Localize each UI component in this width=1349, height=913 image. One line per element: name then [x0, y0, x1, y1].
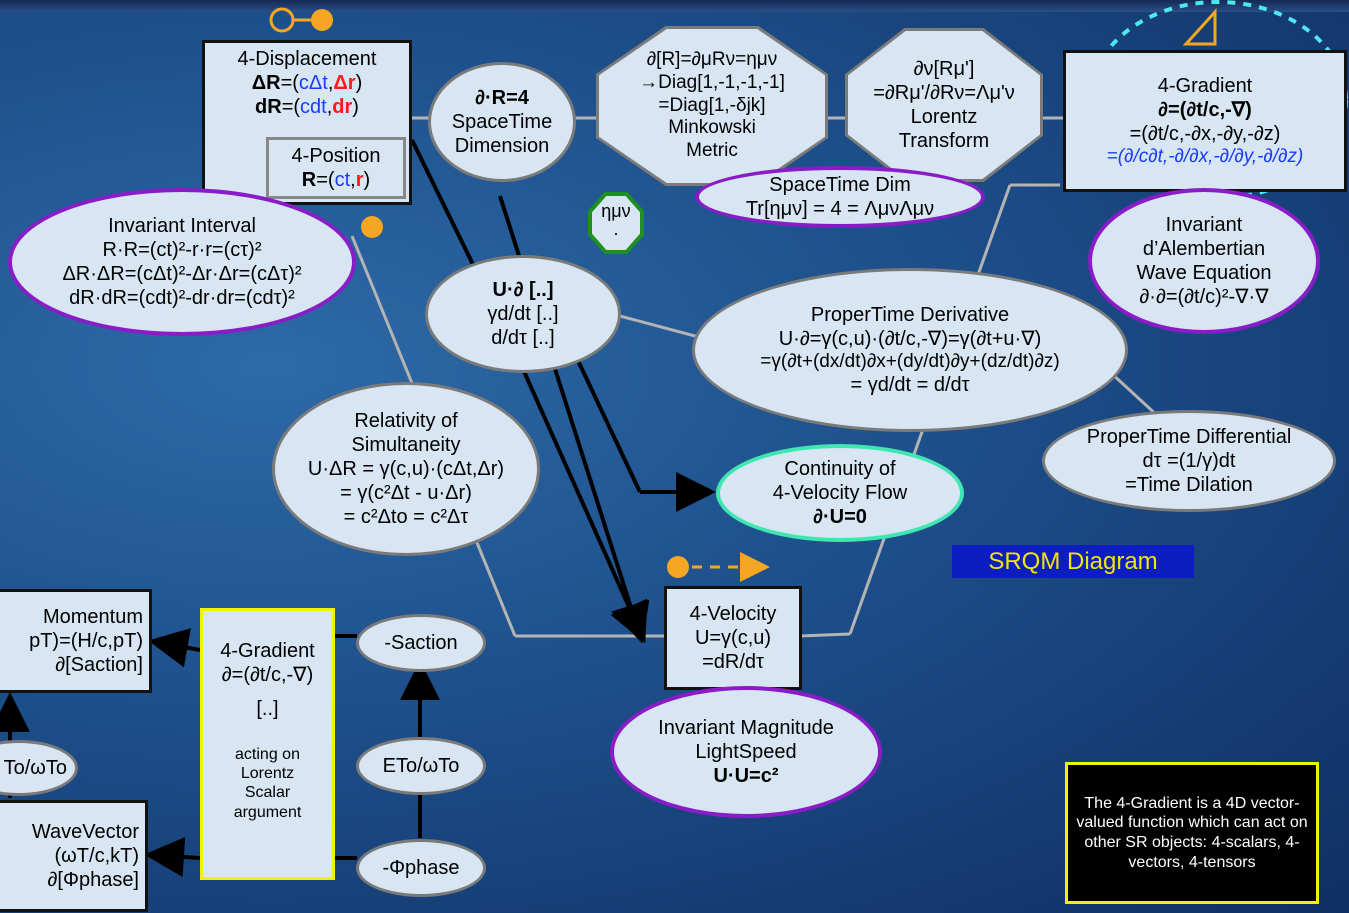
- operators-line3: d/dτ [..]: [491, 327, 555, 349]
- velocity-title: 4-Velocity: [689, 603, 777, 625]
- spacetime-dim-ellipse: SpaceTime Dim Tr[ημν] = 4 = ΛμνΛμν: [695, 166, 985, 228]
- gradient-bottom-line6: argument: [233, 803, 302, 821]
- position-box: 4-Position R=(ct,r): [266, 137, 406, 199]
- dalembertian-line4: ∂·∂=(∂t/c)²-∇·∇: [1139, 286, 1269, 308]
- dalembertian-ellipse: Invariant d’Alembertian Wave Equation ∂·…: [1088, 188, 1320, 334]
- magnitude-line1: Invariant Magnitude: [658, 717, 834, 739]
- action-ellipse: -Saction: [356, 614, 486, 672]
- phase-line1: -Φphase: [382, 857, 460, 879]
- lorentz-line1: ∂ν[Rμ']: [913, 58, 975, 80]
- wavevector-line3: ∂[Φphase]: [47, 869, 139, 891]
- continuity-line3: ∂·U=0: [813, 506, 867, 528]
- continuity-ellipse: Continuity of 4-Velocity Flow ∂·U=0: [716, 444, 964, 542]
- gradient-top-line1: ∂=(∂t/c,-∇): [1158, 98, 1252, 121]
- interval-ellipse: Invariant Interval R·R=(ct)²-r·r=(cτ)² Δ…: [8, 188, 356, 336]
- gradient-bottom-line3: acting on: [235, 746, 300, 763]
- propertime-derivative-line3: = γd/dt = d/dτ: [850, 374, 970, 397]
- simultaneity-line5: = c²Δto = c²Δτ: [343, 506, 469, 528]
- dimension-line1: ∂·R=4: [475, 87, 529, 109]
- propertime-derivative-line2: =γ(∂t+(dx/dt)∂x+(dy/dt)∂y+(dz/dt)∂z): [760, 350, 1060, 372]
- magnitude-line2: LightSpeed: [695, 741, 797, 763]
- top-bar: [0, 0, 1349, 12]
- propertime-differential-ellipse: ProperTime Differential dτ =(1/γ)dt =Tim…: [1042, 410, 1336, 512]
- displacement-line2: dR=(cdt,dr): [255, 96, 359, 118]
- velocity-line2: =dR/dτ: [702, 651, 764, 673]
- lorentz-octagon: ∂ν[Rμ'] =∂Rμ'/∂Rν=Λμ'ν Lorentz Transform: [845, 28, 1043, 182]
- wavevector-box: WaveVector (ωT/c,kT) ∂[Φphase]: [0, 800, 148, 912]
- gradient-bottom-line1: ∂=(∂t/c,-∇): [221, 664, 314, 686]
- gradient-top-line3: =(∂/c∂t,-∂/∂x,-∂/∂y,-∂/∂z): [1106, 145, 1304, 167]
- eta-octagon: ημν ·: [588, 192, 644, 254]
- interval-line3: dR·dR=(cdt)²-dr·dr=(cdτ)²: [69, 287, 295, 309]
- continuity-line2: 4-Velocity Flow: [772, 482, 908, 504]
- metric-line2: →Diag[1,-1,-1,-1]: [639, 71, 785, 93]
- eta-line2: ·: [613, 223, 619, 243]
- dimension-line3: Dimension: [454, 135, 550, 157]
- dimension-line2: SpaceTime: [451, 111, 553, 133]
- gradient-top-box: 4-Gradient ∂=(∂t/c,-∇) =(∂t/c,-∂x,-∂y,-∂…: [1063, 50, 1347, 192]
- propertime-differential-title: ProperTime Differential: [1086, 426, 1292, 448]
- operators-line2: γd/dt [..]: [487, 303, 559, 325]
- lorentz-line3: Lorentz: [910, 106, 978, 128]
- propertime-differential-line1: dτ =(1/γ)dt: [1142, 450, 1236, 472]
- momentum-line3: ∂[Saction]: [55, 654, 143, 676]
- energy-ellipse: ETo/ωTo: [356, 737, 486, 795]
- magnitude-line3: U·U=c²: [713, 765, 779, 787]
- action-line1: -Saction: [384, 632, 458, 654]
- continuity-line1: Continuity of: [784, 458, 896, 480]
- simultaneity-line1: Relativity of: [354, 410, 458, 432]
- propertime-derivative-ellipse: ProperTime Derivative U·∂=γ(c,u)·(∂t/c,-…: [692, 268, 1128, 432]
- momentum-line2: pT)=(H/c,pT): [29, 630, 143, 652]
- velocity-box: 4-Velocity U=γ(c,u) =dR/dτ: [664, 586, 802, 690]
- simultaneity-line4: = γ(c²Δt - u·Δr): [340, 482, 472, 504]
- metric-line4: Minkowski: [668, 117, 756, 139]
- interval-line1: R·R=(ct)²-r·r=(cτ)²: [102, 239, 262, 261]
- propertime-derivative-line1: U·∂=γ(c,u)·(∂t/c,-∇)=γ(∂t+u·∇): [778, 327, 1042, 350]
- dalembertian-line3: Wave Equation: [1136, 262, 1272, 284]
- dalembertian-line2: d’Alembertian: [1142, 238, 1266, 260]
- momentum-box: Momentum pT)=(H/c,pT) ∂[Saction]: [0, 589, 152, 693]
- lorentz-line2: =∂Rμ'/∂Rν=Λμ'ν: [873, 82, 1015, 104]
- gradient-top-line2: =(∂t/c,-∂x,-∂y,-∂z): [1129, 122, 1281, 145]
- wavevector-line1: WaveVector: [31, 821, 139, 843]
- gradient-bottom-box: 4-Gradient ∂=(∂t/c,-∇) [..] acting on Lo…: [200, 608, 335, 880]
- position-line: R=(ct,r): [301, 169, 371, 191]
- gradient-bottom-line2: [..]: [256, 698, 279, 720]
- metric-line1: ∂[R]=∂μRν=ημν: [646, 49, 778, 70]
- simultaneity-ellipse: Relativity of Simultaneity U·ΔR = γ(c,u)…: [272, 382, 540, 556]
- interval-line2: ΔR·ΔR=(cΔt)²-Δr·Δr=(cΔτ)²: [62, 263, 302, 285]
- position-title: 4-Position: [291, 145, 381, 167]
- lorentz-line4: Transform: [898, 130, 990, 152]
- gradient-note: The 4-Gradient is a 4D vector-valued fun…: [1065, 762, 1319, 904]
- energy-line1: ETo/ωTo: [382, 755, 460, 777]
- propertime-differential-line2: =Time Dilation: [1125, 474, 1253, 496]
- spacetime-dim-line2: Tr[ημν] = 4 = ΛμνΛμν: [745, 198, 935, 220]
- wavevector-line2: (ωT/c,kT): [54, 845, 139, 867]
- gradient-top-title: 4-Gradient: [1157, 74, 1253, 97]
- simultaneity-line3: U·ΔR = γ(c,u)·(cΔt,Δr): [307, 458, 505, 480]
- phase-ellipse: -Φphase: [356, 839, 486, 897]
- displacement-line1: ΔR=(cΔt,Δr): [251, 72, 363, 94]
- gradient-bottom-line4: Lorentz: [240, 765, 295, 783]
- dimension-ellipse: ∂·R=4 SpaceTime Dimension: [428, 62, 576, 182]
- metric-line5: Metric: [686, 140, 738, 162]
- metric-line3: =Diag[1,-δjk]: [658, 94, 766, 116]
- operators-ellipse: U·∂ [..] γd/dt [..] d/dτ [..]: [425, 255, 621, 373]
- operators-line1: U·∂ [..]: [492, 279, 554, 301]
- eta-line1: ημν: [601, 201, 631, 222]
- metric-octagon: ∂[R]=∂μRν=ημν →Diag[1,-1,-1,-1] =Diag[1,…: [596, 26, 828, 186]
- gradient-bottom-title: 4-Gradient: [220, 640, 315, 662]
- srqm-diagram-label: SRQM Diagram: [952, 545, 1194, 578]
- interval-title: Invariant Interval: [108, 215, 256, 237]
- momentum-line1: Momentum: [42, 606, 143, 628]
- gradient-bottom-line5: Scalar: [244, 784, 291, 802]
- dalembertian-line1: Invariant: [1165, 214, 1243, 236]
- propertime-derivative-title: ProperTime Derivative: [810, 303, 1010, 326]
- hbar-left-line1: To/ωTo: [3, 757, 67, 779]
- magnitude-ellipse: Invariant Magnitude LightSpeed U·U=c²: [610, 686, 882, 818]
- velocity-line1: U=γ(c,u): [694, 627, 772, 649]
- displacement-title: 4-Displacement: [237, 48, 377, 70]
- spacetime-dim-line1: SpaceTime Dim: [769, 174, 911, 196]
- simultaneity-line2: Simultaneity: [351, 434, 461, 456]
